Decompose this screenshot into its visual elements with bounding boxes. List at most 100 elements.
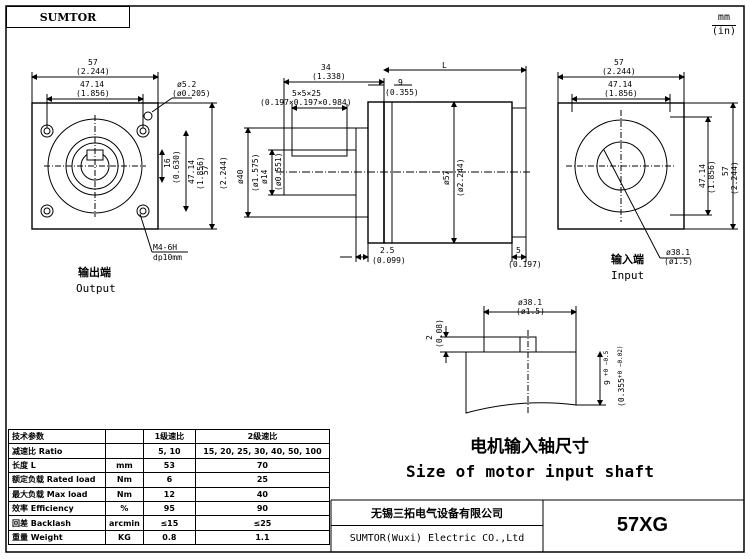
out-tap-depth: dp10mm (153, 253, 182, 262)
in-dim-right-bolt: 47.14 (698, 163, 707, 188)
side-dim-gap: 2.5 (380, 246, 395, 255)
shaft-detail-view (440, 306, 606, 414)
units-in: (in) (711, 25, 736, 37)
input-label-en: Input (611, 269, 645, 282)
in-dim-right-width-in: (2.244) (730, 161, 739, 195)
spec-cell (105, 443, 144, 459)
shaft-dim-depth-in: (0.355 (617, 378, 626, 407)
in-dim-bore-in: (ø1.5) (664, 257, 693, 266)
spec-cell: 25 (194, 472, 331, 488)
shaft-dim-height-in: (0.08) (435, 319, 444, 348)
out-dim-hole: ø5.2 (177, 80, 197, 89)
spec-header-cell: 1级速比 (142, 428, 196, 445)
shaft-dim-height: 2 (425, 335, 434, 340)
shaft-dim-dia-in: (ø1.5) (516, 307, 545, 316)
spec-cell: 6 (142, 472, 196, 488)
side-dim-shaft-in: (1.338) (312, 72, 346, 81)
spec-row: 减速比 Ratio 5, 10 15, 20, 25, 30, 40, 50, … (8, 443, 331, 459)
spec-row: 长度 L mm 53 70 (8, 457, 331, 474)
spec-header-cell (105, 428, 144, 445)
spec-cell: 减速比 Ratio (8, 443, 106, 459)
side-dim-shaft: 34 (321, 63, 331, 72)
side-dim-end: 5 (516, 246, 521, 255)
spec-cell: 最大负载 Max load (8, 486, 106, 502)
in-dim-width: 57 (614, 58, 624, 67)
spec-row: 最大负载 Max load Nm 12 40 (8, 486, 331, 502)
out-dim-right-width-in: (2.244) (219, 156, 228, 190)
spec-cell: % (105, 500, 144, 517)
spec-cell: 回差 Backlash (8, 515, 106, 531)
out-dim-width: 57 (88, 58, 98, 67)
spec-header-cell: 2级速比 (194, 428, 331, 445)
spec-cell: 12 (142, 486, 196, 502)
in-dim-bore: ø38.1 (666, 248, 691, 257)
shaft-dim-depth: 9 (603, 380, 612, 385)
out-dim-key-in: (0.630) (172, 150, 181, 184)
spec-cell: 0.8 (142, 529, 196, 546)
spec-cell: Nm (105, 486, 144, 502)
in-dim-right-width: 57 (721, 166, 730, 176)
output-label-en: Output (76, 282, 116, 295)
spec-cell: arcmin (105, 515, 144, 531)
shaft-dim-dia: ø38.1 (518, 298, 543, 307)
spec-cell: 5, 10 (142, 443, 196, 459)
side-dim-pilot: ø40 (236, 169, 245, 184)
side-dim-pilot-in: (ø1.575) (251, 153, 260, 192)
side-dim-gap-in: (0.099) (372, 256, 406, 265)
out-dim-width-in: (2.244) (76, 67, 110, 76)
side-dim-key-in: (0.197×0.197×0.984) (260, 98, 352, 107)
spec-cell: ≤15 (142, 515, 196, 531)
sheet-border (5, 5, 745, 553)
side-view (244, 66, 530, 262)
spec-header-cell: 技术参数 (8, 428, 106, 445)
spec-cell: 90 (194, 500, 331, 517)
shaft-dim-depth-in-tol: +0 −0.02) (617, 345, 624, 378)
in-dim-right-bolt-in: (1.856) (707, 160, 716, 194)
spec-header-row: 技术参数 1级速比 2级速比 (8, 428, 331, 445)
caption-en: Size of motor input shaft (406, 462, 655, 481)
side-dim-body-in: (ø2.244) (456, 158, 465, 197)
spec-table: 技术参数 1级速比 2级速比 减速比 Ratio 5, 10 15, 20, 2… (8, 428, 331, 546)
company-name-en: SUMTOR(Wuxi) Electric CO.,Ltd (349, 532, 525, 544)
spec-cell: 95 (142, 500, 196, 517)
side-dim-flange: 9 (398, 78, 403, 87)
spec-row: 重量 Weight KG 0.8 1.1 (8, 529, 331, 546)
spec-cell: 效率 Efficiency (8, 500, 106, 517)
output-view (31, 72, 217, 253)
spec-cell: KG (105, 529, 144, 546)
side-dim-L: L (442, 61, 447, 70)
side-dim-body: ø57 (442, 170, 451, 185)
units-legend: mm (in) (711, 12, 736, 38)
company-block: 无锡三拓电气设备有限公司 SUMTOR(Wuxi) Electric CO.,L… (331, 500, 543, 550)
spec-cell: 长度 L (8, 457, 106, 474)
side-dim-flange-in: (0.355) (385, 88, 419, 97)
out-dim-hole-in: (ø0.205) (172, 89, 211, 98)
in-dim-bolt: 47.14 (608, 80, 633, 89)
output-label-cn: 输出端 (78, 266, 111, 279)
spec-cell: 额定负载 Rated load (8, 472, 106, 488)
spec-cell: 40 (194, 486, 331, 502)
in-dim-bolt-in: (1.856) (604, 89, 638, 98)
spec-row: 额定负载 Rated load Nm 6 25 (8, 472, 331, 488)
shaft-dim-depth-tol: +0 −0.5 (603, 350, 610, 376)
caption-cn: 电机输入轴尺寸 (470, 437, 589, 457)
out-dim-bolt-in: (1.856) (76, 89, 110, 98)
out-dim-bolt: 47.14 (80, 80, 105, 89)
spec-row: 效率 Efficiency % 95 90 (8, 500, 331, 517)
side-dim-shaft-dia-in: (ø0.551) (274, 152, 283, 191)
in-dim-width-in: (2.244) (602, 67, 636, 76)
company-name-cn: 无锡三拓电气设备有限公司 (331, 500, 543, 526)
spec-cell: mm (105, 457, 144, 474)
spec-cell: 15, 20, 25, 30, 40, 50, 100 (194, 443, 331, 459)
spec-cell: 重量 Weight (8, 529, 106, 546)
out-dim-right-bolt: 47.14 (187, 159, 196, 184)
spec-cell: ≤25 (194, 515, 331, 531)
out-dim-right-width: 57 (201, 165, 210, 175)
spec-cell: 1.1 (194, 529, 331, 546)
side-dim-shaft-dia: ø14 (260, 169, 269, 184)
spec-cell: 70 (194, 457, 331, 474)
spec-cell: 53 (142, 457, 196, 474)
side-dim-end-in: (0.197) (508, 260, 542, 269)
out-dim-key: 16 (163, 158, 172, 168)
